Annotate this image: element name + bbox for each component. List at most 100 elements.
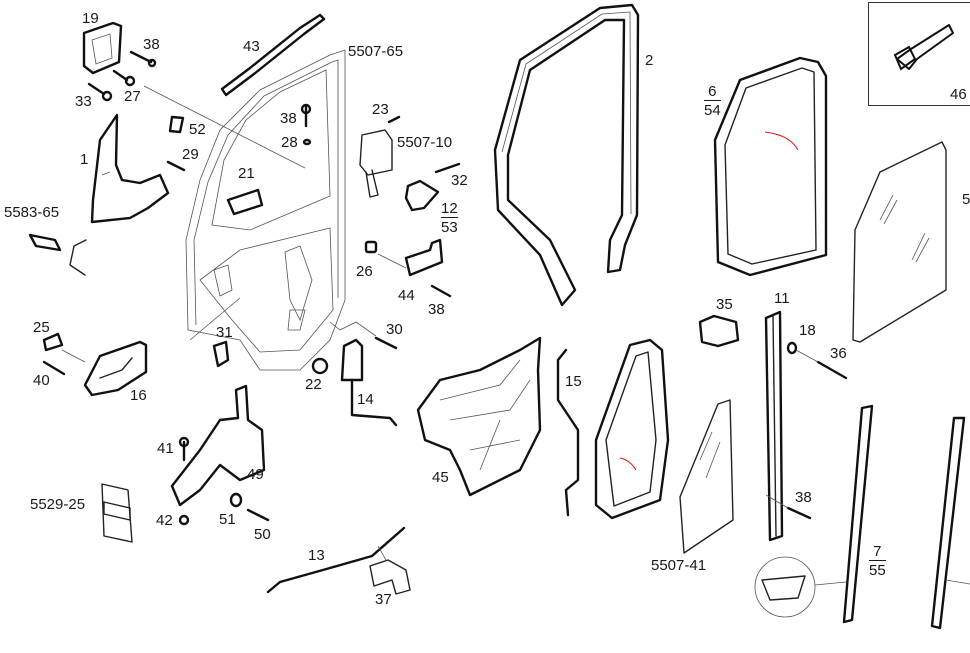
callout-42: 42 xyxy=(156,512,173,529)
callout-38-mid: 38 xyxy=(428,301,445,318)
bolt-38-top[interactable] xyxy=(129,50,157,68)
callout-16: 16 xyxy=(130,387,147,404)
clip-35[interactable] xyxy=(698,314,740,348)
callout-25: 25 xyxy=(33,319,50,336)
callout-1: 1 xyxy=(80,151,89,168)
callout-43: 43 xyxy=(243,38,260,55)
callout-14: 14 xyxy=(357,391,374,408)
nut-26[interactable] xyxy=(364,240,378,254)
part-19-mirror-bracket[interactable] xyxy=(82,21,123,75)
detail-circle xyxy=(754,556,847,618)
part-52-clip[interactable] xyxy=(168,115,185,134)
callout-22: 22 xyxy=(305,376,322,393)
callout-51: 51 xyxy=(219,511,236,528)
callout-31: 31 xyxy=(216,324,233,341)
callout-11: 11 xyxy=(774,290,790,307)
vent-glass-5507-41[interactable] xyxy=(679,399,734,554)
inset-box-part-46 xyxy=(868,2,970,106)
rod-14[interactable] xyxy=(340,338,398,427)
callout-30: 30 xyxy=(386,321,403,338)
fraction-numerator: 6 xyxy=(704,84,721,101)
callout-38-window: 38 xyxy=(280,110,297,127)
callout-28: 28 xyxy=(281,134,298,151)
fraction-numerator: 12 xyxy=(441,200,458,218)
bolt-38-low[interactable] xyxy=(786,506,812,520)
callout-2: 2 xyxy=(645,52,654,69)
division-bar-11[interactable] xyxy=(764,310,784,542)
lock-cylinder-5583-65[interactable] xyxy=(28,233,87,276)
part-12-striker[interactable] xyxy=(404,179,440,212)
handle-16[interactable] xyxy=(83,340,148,397)
carrier-panel-45[interactable] xyxy=(416,336,542,497)
callout-26: 26 xyxy=(356,263,373,280)
bolt-38-window[interactable] xyxy=(300,103,312,128)
callout-21: 21 xyxy=(238,165,255,182)
bracket-44[interactable] xyxy=(404,238,444,277)
bolt-38-mid[interactable] xyxy=(430,284,452,298)
callout-5583-65: 5583-65 xyxy=(4,204,60,221)
rod-13[interactable] xyxy=(266,526,406,594)
nut-42[interactable] xyxy=(178,514,190,526)
bolt-30[interactable] xyxy=(374,336,398,350)
callout-23: 23 xyxy=(372,101,389,118)
part-5-glass[interactable] xyxy=(852,141,947,343)
callout-38-low: 38 xyxy=(795,489,812,506)
callout-15: 15 xyxy=(565,373,582,390)
callout-32: 32 xyxy=(451,172,468,189)
hinge-49[interactable] xyxy=(170,384,266,507)
callout-7-55: 7 55 xyxy=(869,544,886,578)
part-43-weatherstrip[interactable] xyxy=(220,13,326,97)
callout-41: 41 xyxy=(157,440,174,457)
part-1-bracket[interactable] xyxy=(90,113,170,224)
washer-28[interactable] xyxy=(302,138,312,146)
bolt-46-icon xyxy=(893,24,954,71)
screw-23[interactable] xyxy=(387,115,401,124)
bolt-29[interactable] xyxy=(166,160,186,172)
bolt-50[interactable] xyxy=(246,508,270,522)
callout-44: 44 xyxy=(398,287,415,304)
callout-40: 40 xyxy=(33,372,50,389)
plate-5529-25[interactable] xyxy=(101,483,133,543)
channel-15[interactable] xyxy=(556,348,580,517)
washer-18[interactable] xyxy=(786,341,798,355)
plug-22[interactable] xyxy=(311,357,329,375)
bolt-33[interactable] xyxy=(87,82,113,102)
callout-29: 29 xyxy=(182,146,199,163)
door-shell-5507-65[interactable] xyxy=(185,49,346,371)
callout-36: 36 xyxy=(830,345,847,362)
strip-55[interactable] xyxy=(930,416,966,630)
fraction-denominator: 54 xyxy=(704,102,721,119)
clip-31[interactable] xyxy=(212,340,230,368)
callout-52: 52 xyxy=(189,121,206,138)
vent-window-seal[interactable] xyxy=(594,338,670,520)
lock-5507-10[interactable] xyxy=(359,129,393,198)
bolt-32[interactable] xyxy=(434,162,461,174)
callout-37: 37 xyxy=(375,591,392,608)
callout-45: 45 xyxy=(432,469,449,486)
bolt-36[interactable] xyxy=(816,360,848,380)
oring-51[interactable] xyxy=(229,492,243,508)
callout-19: 19 xyxy=(82,10,99,27)
bolt-40[interactable] xyxy=(42,360,66,376)
callout-18: 18 xyxy=(799,322,816,339)
clip-25[interactable] xyxy=(42,332,64,352)
bolt-41[interactable] xyxy=(178,436,190,462)
callout-13: 13 xyxy=(308,547,325,564)
callout-5529-25: 5529-25 xyxy=(30,496,86,513)
callout-5: 5 xyxy=(962,191,970,208)
part-2-door-seal[interactable] xyxy=(493,3,640,307)
callout-27: 27 xyxy=(124,88,141,105)
part-21-inner-handle[interactable] xyxy=(226,188,264,216)
strip-7[interactable] xyxy=(842,404,874,624)
callout-49: 49 xyxy=(247,466,264,483)
callout-35: 35 xyxy=(716,296,733,313)
clip-37[interactable] xyxy=(369,559,411,595)
fraction-denominator: 55 xyxy=(869,562,886,579)
callout-6-54: 6 54 xyxy=(704,84,721,118)
bolt-27[interactable] xyxy=(112,69,136,87)
callout-12-53: 12 53 xyxy=(441,201,458,235)
callout-5507-41: 5507-41 xyxy=(651,557,707,574)
part-6-window-seal[interactable] xyxy=(713,56,828,277)
